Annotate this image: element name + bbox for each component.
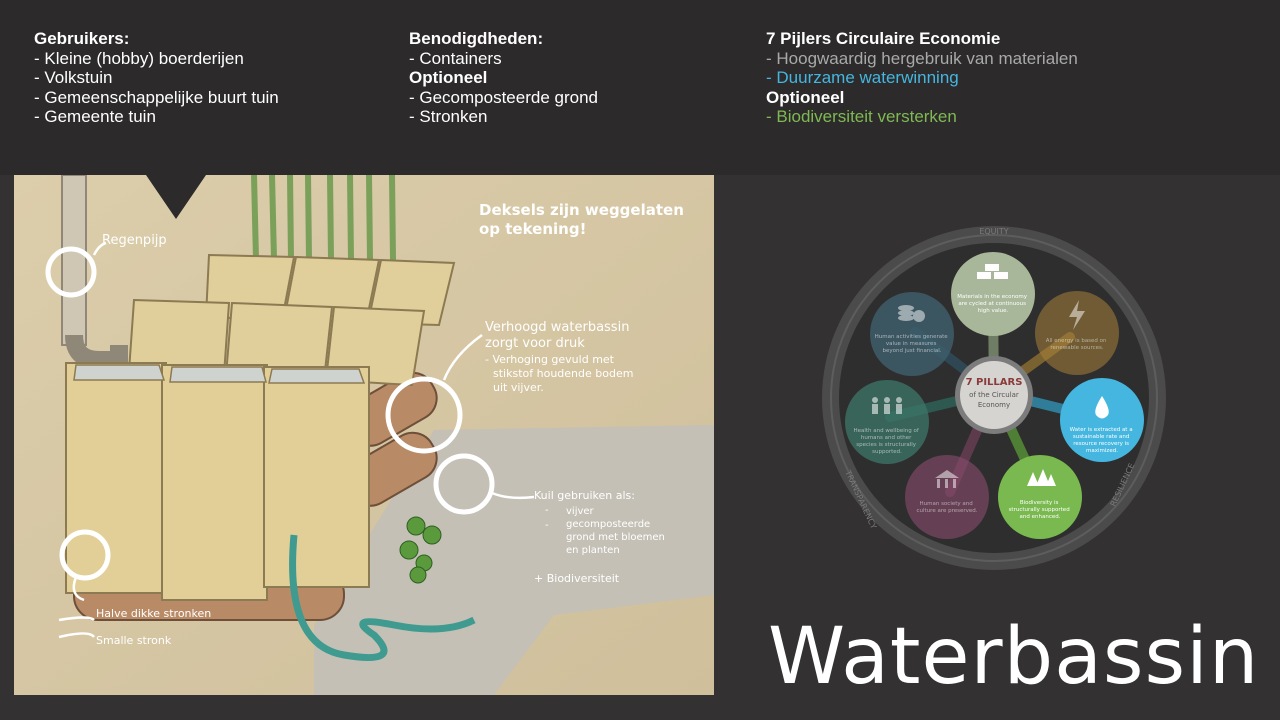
header-band (0, 0, 1280, 175)
pillar-materials: Materials in the economy are cycled at c… (951, 252, 1035, 336)
kuil-label: Kuil gebruiken als: (534, 489, 635, 502)
optional-heading: Optioneel (409, 68, 488, 87)
pillar-text: Materials in the economy (957, 294, 1027, 300)
svg-text:Materials in the economy: Materials in the economy are cycled at c… (957, 294, 1028, 314)
pillar-text: humans and other (861, 435, 912, 441)
pillar-biodiversity-item: - Biodiversiteit versterken (766, 107, 957, 126)
pillar-text: maximized. (1086, 448, 1118, 454)
seven-pillars-diagram: EQUITY TRANSPARENCY RESILIENCE 7 PILLARS… (822, 226, 1166, 570)
center-subtitle: Economy (978, 401, 1010, 409)
raised-basin-detail: - Verhoging gevuld met stikstof houdende… (485, 353, 633, 395)
pillar-materials-item: - Hoogwaardig hergebruik van materialen (766, 48, 1078, 68)
pillars-title: 7 Pijlers Circulaire Economie (766, 29, 1001, 48)
user-item: - Gemeente tuin (34, 107, 156, 126)
ring-equity-label: EQUITY (979, 227, 1008, 236)
raised-basin-detail-line: uit vijver. (493, 381, 544, 394)
pillar-text: All energy is based on (1046, 338, 1107, 344)
sketch-illustration (14, 175, 714, 695)
kuil-dash: - (545, 505, 549, 516)
raised-basin-line: Verhoogd waterbassin (485, 320, 630, 335)
svg-text:Biodiversity is structur: Biodiversity is structurally supported a… (1009, 500, 1072, 520)
pillar-text: Human activities generate (875, 334, 949, 340)
pillar-text: resource recovery is (1073, 441, 1129, 447)
raised-basin-detail-line: - Verhoging gevuld met (485, 353, 614, 366)
svg-text:Human society and cultur: Human society and culture are preserved. (917, 501, 978, 514)
pillar-text: are cycled at continuous (958, 301, 1026, 307)
pillar-text: supported. (872, 449, 902, 455)
gold-bars-icon (977, 264, 1008, 279)
pillar-text: Water is extracted at a (1070, 427, 1133, 433)
trees-icon (1027, 469, 1056, 486)
museum-icon (935, 470, 959, 488)
pillar-water-item: - Duurzame waterwinning (766, 68, 959, 87)
pillar-water: Water is extracted at a sustainable rate… (1060, 378, 1144, 462)
pillar-text: high value. (978, 308, 1009, 314)
requirements-title: Benodigdheden: (409, 29, 544, 48)
raised-basin-line: zorgt voor druk (485, 336, 585, 351)
pillar-health: Health and wellbeing of humans and other… (845, 380, 929, 464)
requirements-column: Benodigdheden: - Containers Optioneel - … (409, 29, 598, 127)
svg-text:Human activities generate: Human activities generate value in measu… (875, 334, 950, 354)
pillar-text: sustainable rate and (1073, 434, 1130, 440)
pillar-text: beyond just financial. (882, 348, 941, 354)
lids-note-line: op tekening! (479, 220, 587, 238)
pointer-notch (146, 175, 206, 219)
users-title: Gebruikers: (34, 29, 130, 48)
pillar-text: Health and wellbeing of (853, 428, 919, 434)
pillar-text: value in measures (886, 341, 937, 347)
svg-text:All energy is based on r: All energy is based on renewable sources… (1046, 338, 1109, 351)
halve-stronken-label: Halve dikke stronken (96, 607, 212, 620)
pillar-text: Human society and (919, 501, 972, 507)
svg-text:Water is extracted at a: Water is extracted at a sustainable rate… (1070, 427, 1135, 454)
water-drop-icon (1095, 396, 1109, 419)
optional-heading: Optioneel (766, 87, 845, 107)
pillar-society: Human society and culture are preserved. (905, 455, 989, 539)
biodiversity-note: + Biodiversiteit (534, 572, 620, 585)
raised-basin-label: Verhoogd waterbassin zorgt voor druk (485, 320, 629, 352)
user-item: - Kleine (hobby) boerderijen (34, 48, 244, 68)
user-item: - Gemeenschappelijke buurt tuin (34, 87, 279, 107)
center-title: 7 PILLARS (966, 377, 1023, 388)
kuil-option: en planten (566, 545, 620, 556)
requirement-item: - Stronken (409, 107, 488, 126)
pillar-text: renewable sources. (1050, 345, 1104, 351)
pillar-text: species is structurally (856, 442, 917, 448)
svg-text:Health and wellbeing of: Health and wellbeing of humans and other… (853, 428, 920, 455)
center-subtitle: of the Circular (969, 391, 1019, 399)
lightning-icon (1069, 300, 1085, 330)
pillar-text: culture are preserved. (917, 508, 978, 514)
page-title: Waterbassin (768, 612, 1260, 702)
pillars-column: 7 Pijlers Circulaire Economie - Hoogwaar… (766, 29, 1078, 127)
pillar-biodiversity: Biodiversity is structurally supported a… (998, 455, 1082, 539)
smalle-stronk-label: Smalle stronk (96, 634, 172, 647)
pillar-value: Human activities generate value in measu… (870, 292, 954, 376)
people-icon (872, 397, 902, 414)
pillar-text: and enhanced. (1020, 514, 1061, 520)
sketch-panel: Deksels zijn weggelaten op tekening! Reg… (14, 175, 714, 695)
lids-note-line: Deksels zijn weggelaten (479, 201, 684, 219)
lids-note: Deksels zijn weggelaten op tekening! (479, 201, 684, 239)
kuil-dash: - (545, 520, 549, 531)
kuil-options: vijver gecomposteerde grond met bloemen … (566, 505, 665, 557)
requirement-item: - Gecomposteerde grond (409, 87, 598, 107)
kuil-option: gecomposteerde (566, 519, 651, 530)
kuil-option: vijver (566, 506, 594, 517)
kuil-option: grond met bloemen (566, 532, 665, 543)
raised-basin-detail-line: stikstof houdende bodem (493, 367, 634, 380)
requirement-item: - Containers (409, 48, 502, 68)
pillar-text: Biodiversity is (1020, 500, 1059, 506)
coins-heart-icon (898, 305, 925, 322)
pillar-energy: All energy is based on renewable sources… (1035, 291, 1119, 375)
users-column: Gebruikers: - Kleine (hobby) boerderijen… (34, 29, 279, 127)
user-item: - Volkstuin (34, 68, 113, 87)
regenpijp-label: Regenpijp (102, 233, 167, 248)
pillar-text: structurally supported (1009, 507, 1070, 513)
